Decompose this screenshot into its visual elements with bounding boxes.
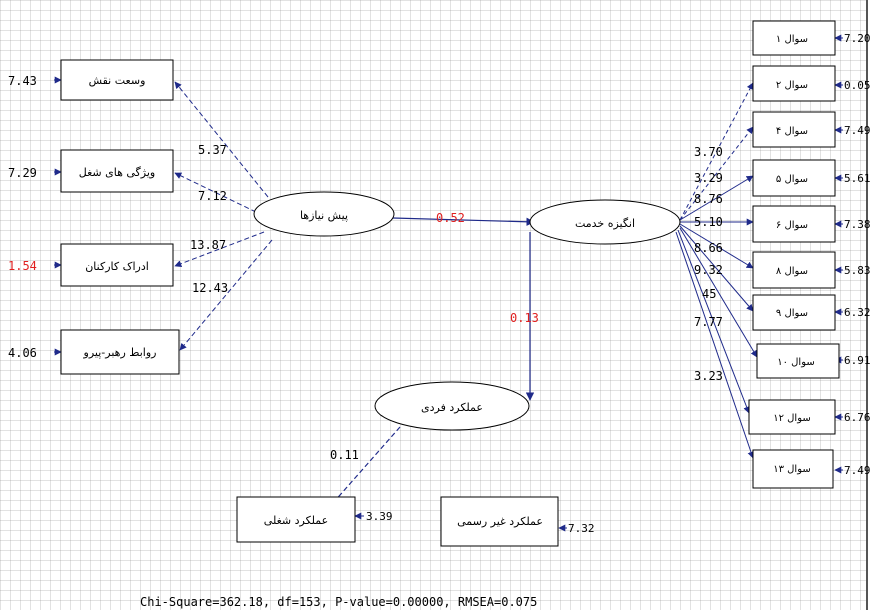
indicator-label-left-4: روابط رهبر-پیرو <box>83 346 157 359</box>
latent-motivation[interactable] <box>529 199 681 245</box>
indicator-label-right-9: سوال ۹ <box>776 308 808 319</box>
path-performance-job <box>317 426 401 521</box>
indicator-label-right-10: سوال ۱۰ <box>777 357 815 368</box>
latent-performance[interactable] <box>374 381 530 431</box>
indicator-box-right-6[interactable] <box>752 205 836 243</box>
error-right-9: 6.32 <box>844 306 871 319</box>
path-value-left-3: 13.87 <box>190 238 226 252</box>
indicator-box-right-5[interactable] <box>752 159 836 197</box>
latent-pre-label: پیش نیازها <box>300 209 348 222</box>
indicator-box-right-9[interactable] <box>752 294 836 331</box>
indicator-box-right-10[interactable] <box>756 343 840 379</box>
path-value-right-6: 9.32 <box>694 263 723 277</box>
error-left-1: 7.43 <box>8 74 37 88</box>
outcome-box-informal[interactable] <box>440 496 559 547</box>
error-right-10: 6.91 <box>844 354 871 367</box>
path-value-right-7: 45 <box>702 287 716 301</box>
path-right-8 <box>679 223 754 269</box>
scrollbar-edge[interactable] <box>866 0 886 610</box>
indicator-label-right-8: سوال ۸ <box>776 266 808 277</box>
path-value-right-1: 3.70 <box>694 145 723 159</box>
path-value-right-9: 3.23 <box>694 369 723 383</box>
path-right-9 <box>679 225 754 312</box>
path-value-right-2: 3.29 <box>694 171 723 185</box>
indicator-label-right-2: سوال ۲ <box>776 80 808 91</box>
outcome-error-job: 3.39 <box>366 510 393 523</box>
error-right-6: 7.38 <box>844 218 871 231</box>
path-value-left-1: 5.37 <box>198 143 227 157</box>
indicator-box-left-4[interactable] <box>60 329 180 375</box>
indicator-box-left-2[interactable] <box>60 149 174 193</box>
error-right-8: 5.83 <box>844 264 871 277</box>
path-right-10 <box>679 227 758 358</box>
path-value-right-5: 8.66 <box>694 241 723 255</box>
indicator-box-left-3[interactable] <box>60 243 174 287</box>
path-right-12 <box>677 229 750 414</box>
indicator-label-right-13: سوال ۱۳ <box>773 464 811 475</box>
indicator-label-right-4: سوال ۴ <box>776 126 808 137</box>
path-right-5 <box>679 175 754 221</box>
indicator-box-right-13[interactable] <box>752 449 834 489</box>
path-value-right-4: 5.10 <box>694 215 723 229</box>
indicator-label-right-12: سوال ۱۲ <box>773 413 811 424</box>
indicator-box-right-12[interactable] <box>748 399 836 435</box>
indicator-label-right-6: سوال ۶ <box>776 220 808 231</box>
path-right-13 <box>675 231 755 459</box>
error-right-13: 7.49 <box>844 464 871 477</box>
indicator-label-left-1: وسعت نقش <box>89 74 146 87</box>
path-right-4 <box>679 126 754 221</box>
error-left-4: 4.06 <box>8 346 37 360</box>
path-value-right-8: 7.77 <box>694 315 723 329</box>
latent-performance-label: عملکرد فردی <box>421 401 483 414</box>
indicator-label-right-5: سوال ۵ <box>776 174 808 185</box>
indicator-box-left-1[interactable] <box>60 59 174 101</box>
outcome-error-informal: 7.32 <box>568 522 595 535</box>
path-left-1 <box>174 81 269 198</box>
error-right-2: 0.05 <box>844 79 871 92</box>
path-left-4 <box>179 239 273 351</box>
path-right-2 <box>679 82 754 221</box>
indicator-box-right-8[interactable] <box>752 251 836 289</box>
path-left-2 <box>174 172 257 213</box>
indicator-label-right-1: سوال ۱ <box>776 34 808 45</box>
path-value-pre-motivation: 0.52 <box>436 211 465 225</box>
error-left-2: 7.29 <box>8 166 37 180</box>
latent-motivation-label: انگیزه خدمت <box>575 217 635 230</box>
indicator-box-right-1[interactable] <box>752 20 836 56</box>
path-value-performance-job: 0.11 <box>330 448 359 462</box>
indicator-box-right-4[interactable] <box>752 111 836 148</box>
error-right-1: 7.20 <box>844 32 871 45</box>
path-value-motivation-performance: 0.13 <box>510 311 539 325</box>
path-value-left-2: 7.12 <box>198 189 227 203</box>
indicator-label-left-3: ادراک کارکنان <box>85 260 149 273</box>
outcome-box-job[interactable] <box>236 496 356 543</box>
outcome-label-informal: عملکرد غیر رسمی <box>457 515 543 528</box>
fit-statistics: Chi-Square=362.18, df=153, P-value=0.000… <box>140 595 537 609</box>
error-right-12: 6.76 <box>844 411 871 424</box>
error-left-3: 1.54 <box>8 259 37 273</box>
error-right-4: 7.49 <box>844 124 871 137</box>
path-value-left-4: 12.43 <box>192 281 228 295</box>
path-pre-motivation <box>392 217 535 226</box>
indicator-box-right-2[interactable] <box>752 65 836 102</box>
latent-pre[interactable] <box>253 191 395 237</box>
indicator-label-left-2: ویژگی های شغل <box>79 166 155 179</box>
path-value-right-3: 8.76 <box>694 192 723 206</box>
outcome-label-job: عملکرد شغلی <box>264 514 328 527</box>
error-right-5: 5.61 <box>844 172 871 185</box>
